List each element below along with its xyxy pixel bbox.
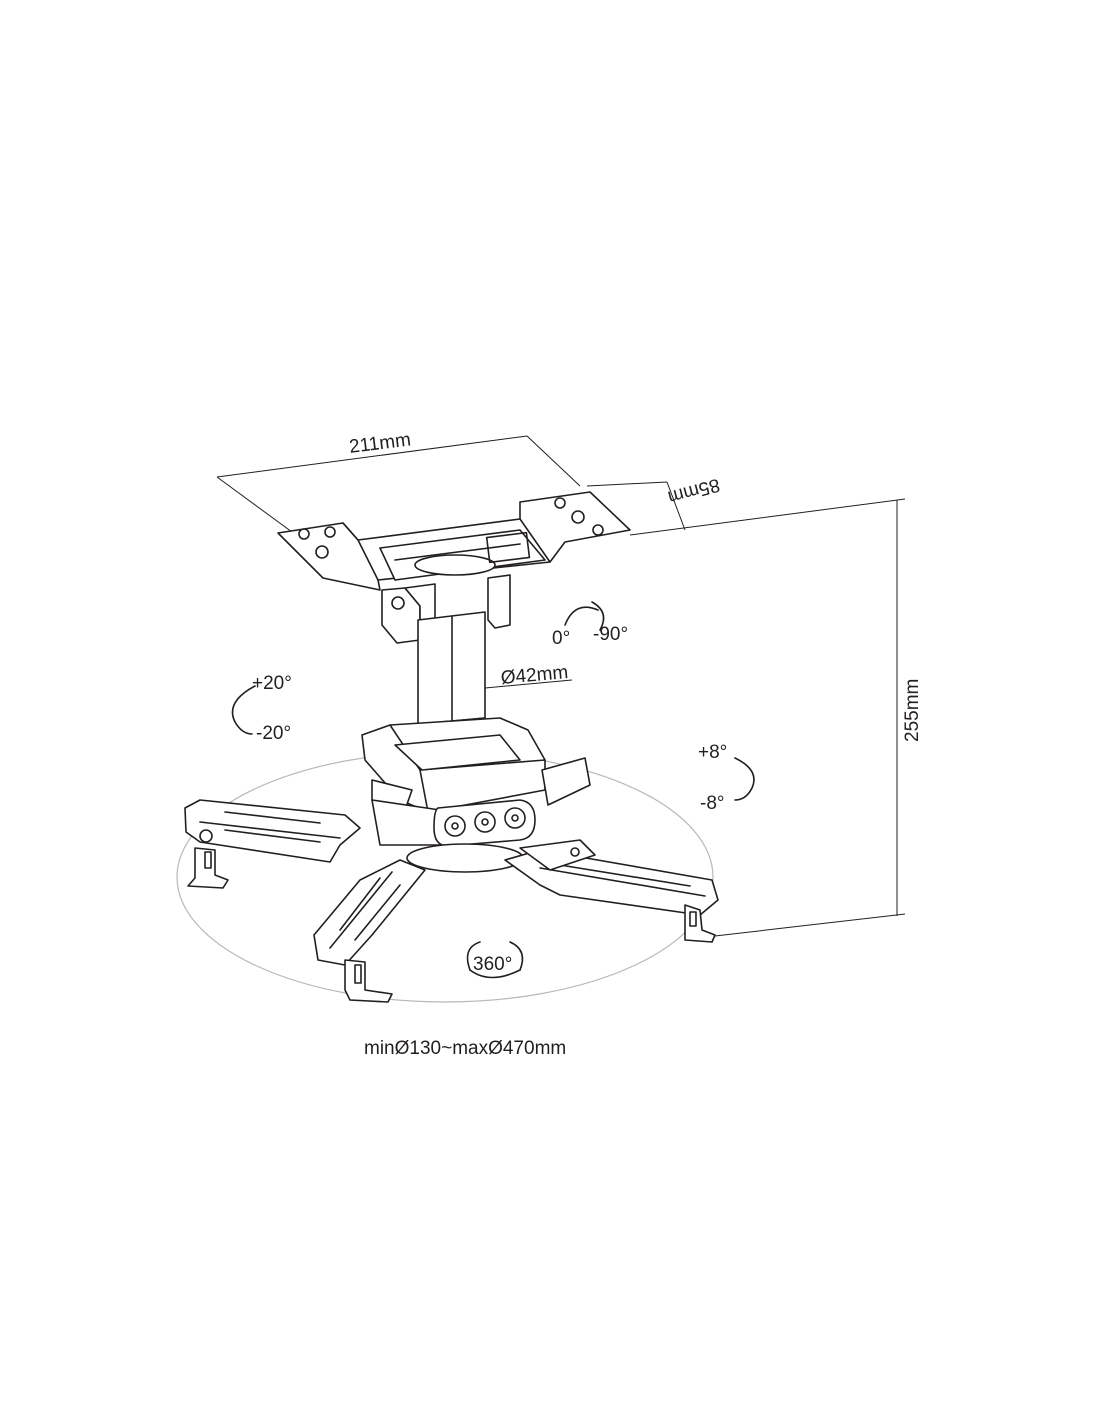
dimension-lines [216,435,906,937]
swivel-arrow-left [564,606,599,626]
swivel-start-label: 0° [552,628,571,649]
height-dimension-label: 255mm [902,678,923,742]
roll-plus-label: +8° [698,742,728,763]
rotation-label: 360° [473,954,513,975]
swivel-end-label: -90° [593,624,629,645]
roll-arrow [734,757,755,801]
tilt-plus-label: +20° [252,673,292,694]
tilt-minus-label: -20° [256,723,292,744]
arm-range-label: minØ130~maxØ470mm [364,1038,567,1059]
tilt-arrow [231,685,256,735]
tilt-head [361,717,591,873]
rotation-arrow-right [509,941,524,971]
ceiling-plate [277,491,631,591]
arm-left [184,799,361,889]
arm-back-right [519,839,596,871]
rotation-arrows [231,601,755,979]
roll-minus-label: -8° [700,793,725,814]
rotation-arrow-left [466,941,481,971]
arm-front-left [313,859,426,1003]
arm-right [504,849,719,943]
swivel-arrow-right [591,601,605,631]
